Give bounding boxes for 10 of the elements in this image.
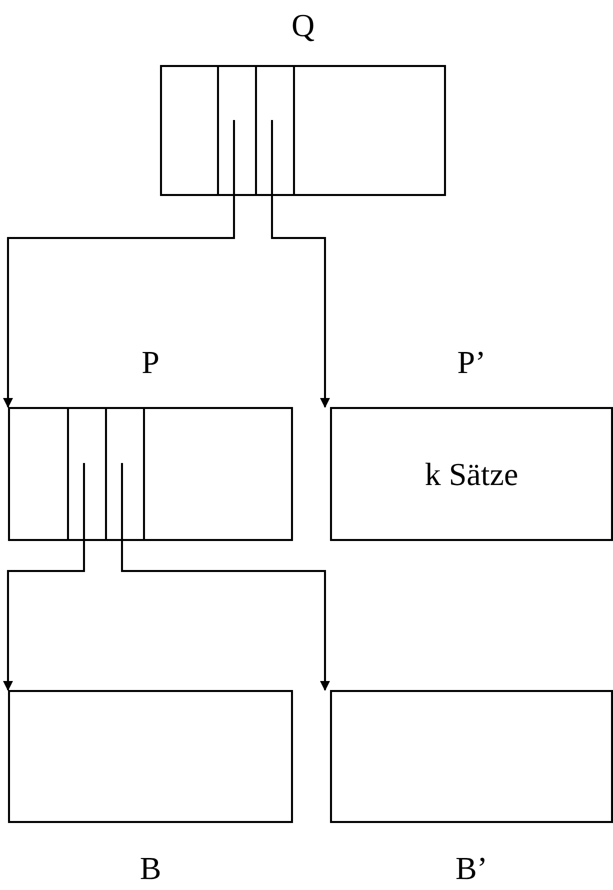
arrow (121, 463, 330, 691)
record-count-text: k Sätze (424, 456, 518, 492)
arrow (3, 463, 85, 691)
node-label: Q (290, 6, 316, 45)
arrow (3, 120, 235, 408)
node-label: P’ (456, 343, 487, 382)
node-label: P (140, 343, 160, 382)
node-label: B’ (454, 849, 488, 888)
arrow (271, 120, 330, 408)
node-label: B (138, 849, 162, 888)
